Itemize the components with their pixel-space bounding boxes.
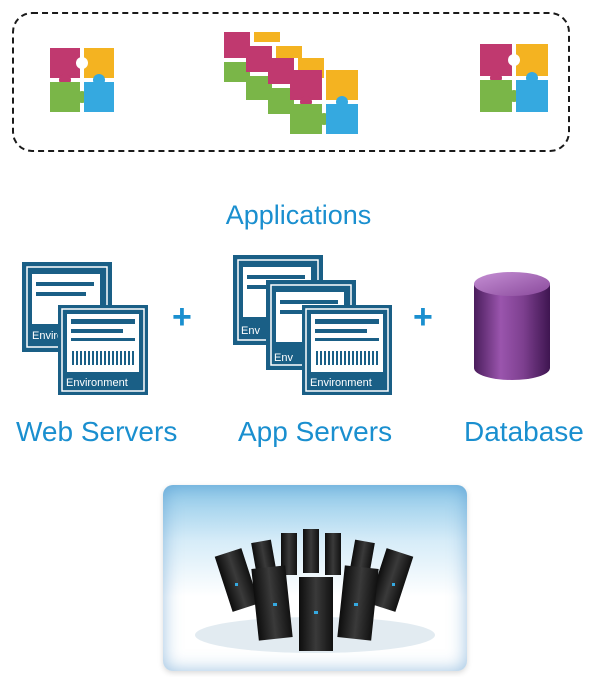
- web-server-card-front: Environment: [58, 305, 148, 395]
- app-server-card-back-2-text: Env: [274, 352, 293, 364]
- app-server-card-front: Environment: [302, 305, 392, 395]
- database-cylinder-icon: [474, 272, 550, 380]
- datacenter-image: [163, 485, 467, 671]
- plus-icon-2: +: [413, 298, 433, 336]
- puzzle-group-right-icon: [480, 44, 548, 112]
- web-servers-label: Web Servers: [16, 416, 178, 447]
- app-servers-label: App Servers: [238, 416, 393, 447]
- puzzle-group-left-icon: [50, 48, 114, 112]
- applications-container: [12, 12, 570, 152]
- server-cluster-icon: [195, 529, 435, 653]
- web-server-card-front-text: Environment: [66, 377, 128, 389]
- app-server-card-back-1-text: Env: [241, 325, 260, 337]
- plus-icon-1: +: [172, 298, 192, 336]
- puzzle-group-stacked-icon: [224, 32, 358, 134]
- app-server-card-front-text: Environment: [310, 377, 372, 389]
- database-label: Database: [464, 416, 584, 447]
- applications-label: Applications: [225, 200, 372, 230]
